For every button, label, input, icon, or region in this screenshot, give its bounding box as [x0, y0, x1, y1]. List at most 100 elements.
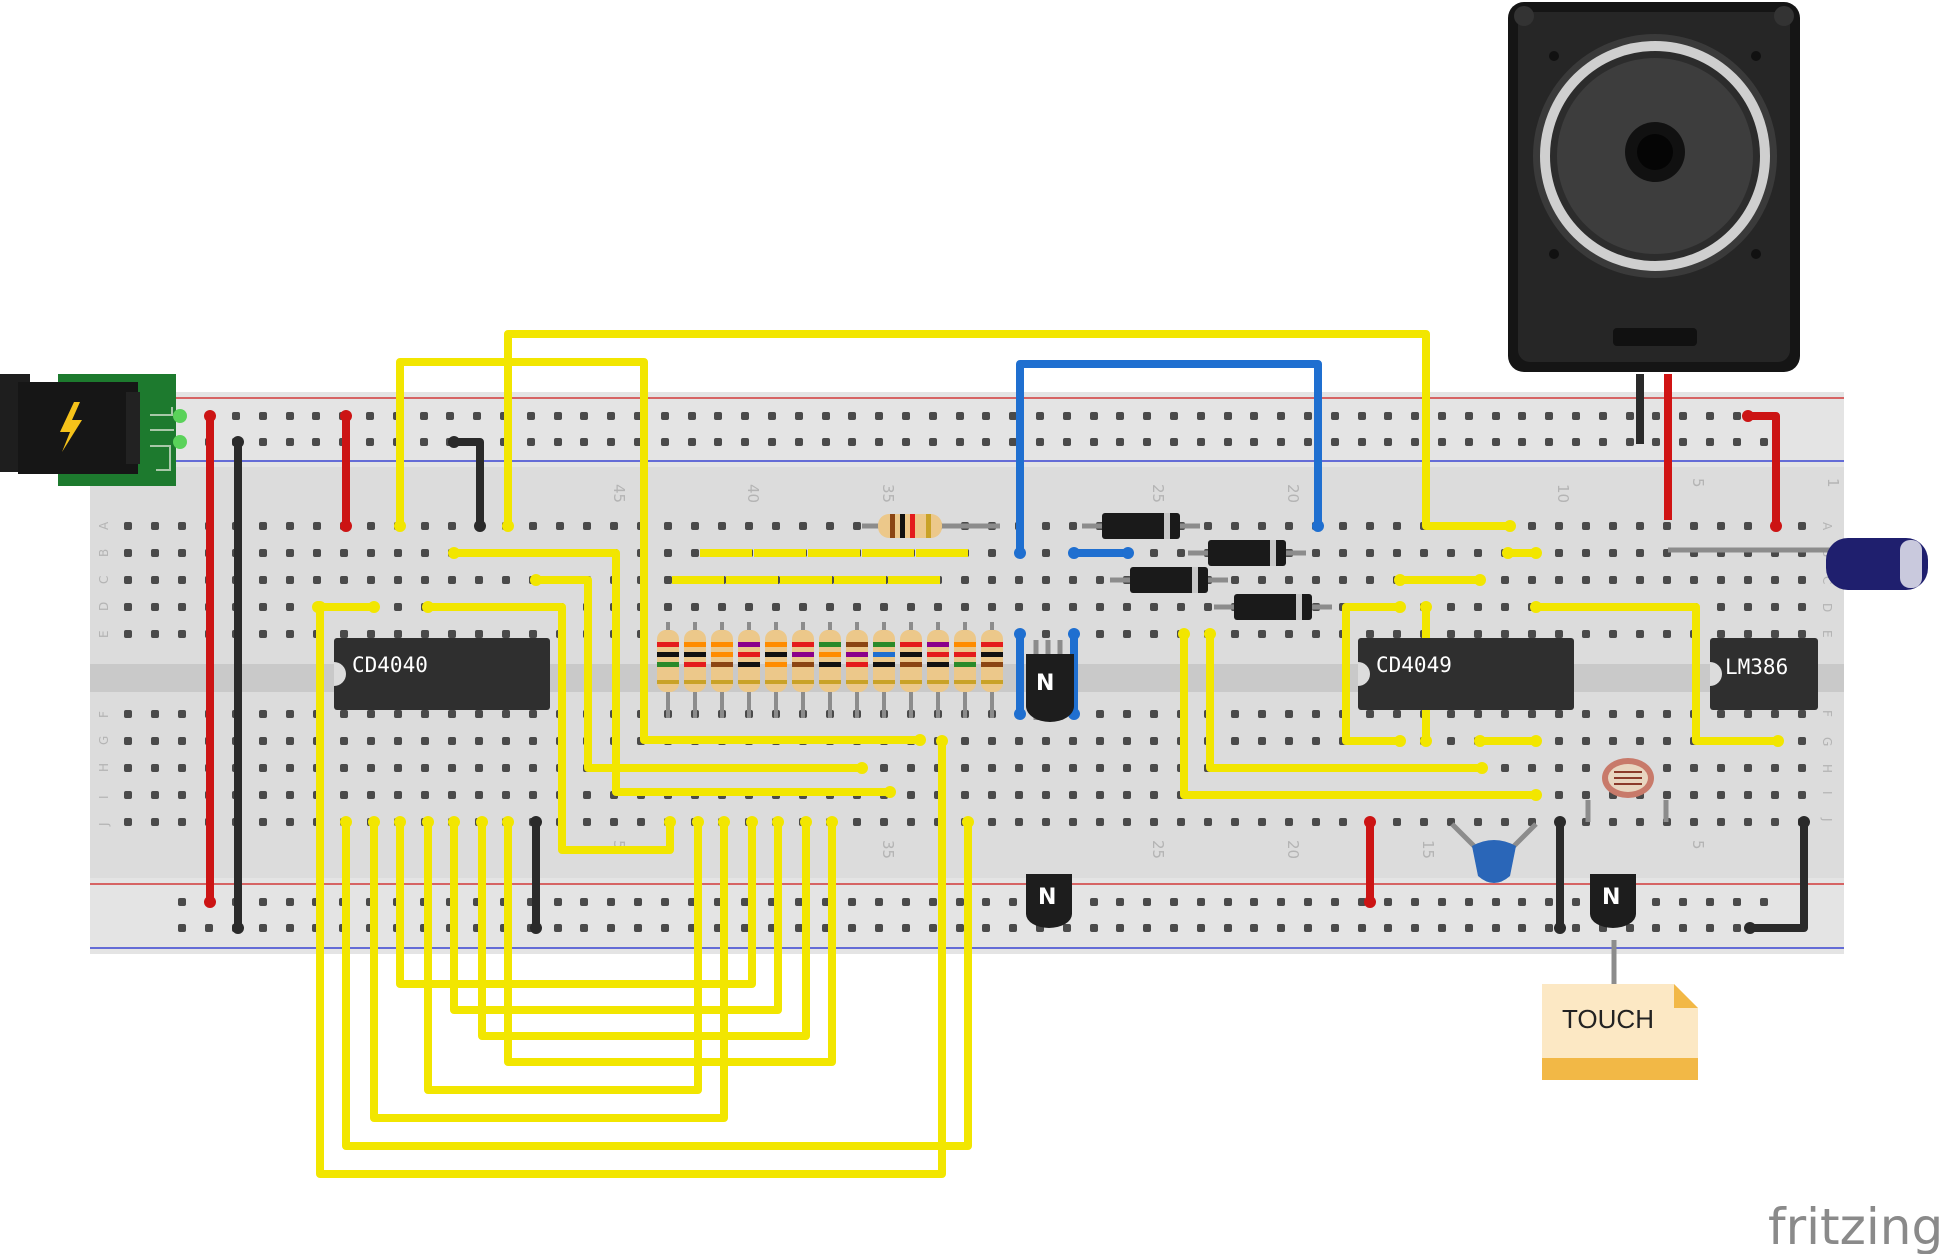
breadboard-hole: [1528, 576, 1536, 584]
breadboard-hole: [1069, 737, 1077, 745]
breadboard-hole: [124, 764, 132, 772]
rail-hole: [527, 438, 535, 446]
breadboard-hole: [1150, 737, 1158, 745]
rail-hole: [1438, 438, 1446, 446]
resistor-band: [792, 642, 814, 647]
diode-band: [1192, 567, 1198, 593]
breadboard-hole: [1636, 522, 1644, 530]
rail-hole: [1518, 924, 1526, 932]
rail-hole: [607, 898, 615, 906]
breadboard-hole: [286, 791, 294, 799]
breadboard-hole: [961, 603, 969, 611]
breadboard-hole: [1015, 737, 1023, 745]
wire-end: [1502, 547, 1514, 559]
breadboard-hole: [1474, 630, 1482, 638]
rail-hole: [795, 438, 803, 446]
rail-hole: [1304, 412, 1312, 420]
breadboard-hole: [1663, 791, 1671, 799]
rail-hole: [607, 924, 615, 932]
wire-end: [914, 734, 926, 746]
breadboard-hole: [961, 737, 969, 745]
breadboard-hole: [1501, 603, 1509, 611]
breadboard-hole: [286, 764, 294, 772]
breadboard-hole: [1204, 522, 1212, 530]
breadboard-hole: [1258, 710, 1266, 718]
breadboard-hole: [1555, 710, 1563, 718]
breadboard-hole: [394, 764, 402, 772]
breadboard-hole: [1663, 710, 1671, 718]
rail-hole: [929, 898, 937, 906]
breadboard-hole: [151, 818, 159, 826]
breadboard-hole: [421, 764, 429, 772]
breadboard-hole: [286, 549, 294, 557]
rail-hole: [1090, 898, 1098, 906]
breadboard-hole: [1312, 737, 1320, 745]
breadboard-hole: [1177, 818, 1185, 826]
breadboard-hole: [1312, 576, 1320, 584]
breadboard-hole: [1312, 630, 1320, 638]
breadboard-hole: [1582, 737, 1590, 745]
breadboard-hole: [151, 549, 159, 557]
speaker-icon: [1508, 2, 1800, 372]
rail-hole: [929, 438, 937, 446]
breadboard-hole: [583, 818, 591, 826]
resistor-band: [819, 680, 841, 684]
breadboard-hole: [286, 818, 294, 826]
column-number: 25: [1149, 484, 1167, 503]
breadboard-hole: [1015, 576, 1023, 584]
rail-hole: [446, 412, 454, 420]
breadboard-hole: [259, 710, 267, 718]
breadboard-hole: [664, 522, 672, 530]
breadboard-hole: [1609, 549, 1617, 557]
breadboard-hole: [394, 549, 402, 557]
breadboard-hole: [1717, 522, 1725, 530]
rail-hole: [1170, 898, 1178, 906]
rail-hole: [205, 924, 213, 932]
resistor-band: [711, 652, 733, 657]
breadboard-hole: [502, 791, 510, 799]
jumper-wire: [424, 822, 702, 1094]
breadboard-hole: [151, 791, 159, 799]
rail-hole: [1652, 438, 1660, 446]
transistor-mark: N: [1602, 885, 1620, 910]
rail-hole: [1143, 438, 1151, 446]
jumper-wire: [1536, 603, 1778, 745]
row-letter: C: [1820, 576, 1834, 584]
breadboard-hole: [1015, 764, 1023, 772]
rail-hole: [1224, 898, 1232, 906]
resistor-band: [765, 642, 787, 647]
rail-hole: [1706, 412, 1714, 420]
breadboard-hole: [1582, 710, 1590, 718]
diode-body: [1130, 567, 1208, 593]
transistor-middle: [1026, 640, 1074, 722]
rail-hole: [661, 924, 669, 932]
breadboard-hole: [286, 576, 294, 584]
breadboard-hole: [1663, 764, 1671, 772]
rail-hole: [688, 438, 696, 446]
column-number: 5: [1689, 840, 1707, 850]
breadboard-hole: [1258, 818, 1266, 826]
breadboard-hole: [529, 791, 537, 799]
rail-hole: [1465, 412, 1473, 420]
rail-hole: [1492, 438, 1500, 446]
breadboard-hole: [1393, 549, 1401, 557]
rail-hole: [259, 438, 267, 446]
breadboard-hole: [1771, 630, 1779, 638]
breadboard-hole: [367, 576, 375, 584]
rail-hole: [1652, 898, 1660, 906]
wire-end: [1530, 601, 1542, 613]
breadboard-hole: [1636, 818, 1644, 826]
rail-hole: [1197, 898, 1205, 906]
breadboard-hole: [124, 630, 132, 638]
rail-hole: [875, 924, 883, 932]
resistor-band: [738, 680, 760, 684]
breadboard-hole: [178, 603, 186, 611]
breadboard-hole: [1501, 710, 1509, 718]
resistor-band: [954, 652, 976, 657]
breadboard-hole: [151, 630, 159, 638]
row-letter: J: [1820, 817, 1834, 822]
wire-end: [772, 816, 784, 828]
breadboard-hole: [1474, 710, 1482, 718]
resistor-band: [927, 680, 949, 684]
breadboard-hole: [1312, 549, 1320, 557]
